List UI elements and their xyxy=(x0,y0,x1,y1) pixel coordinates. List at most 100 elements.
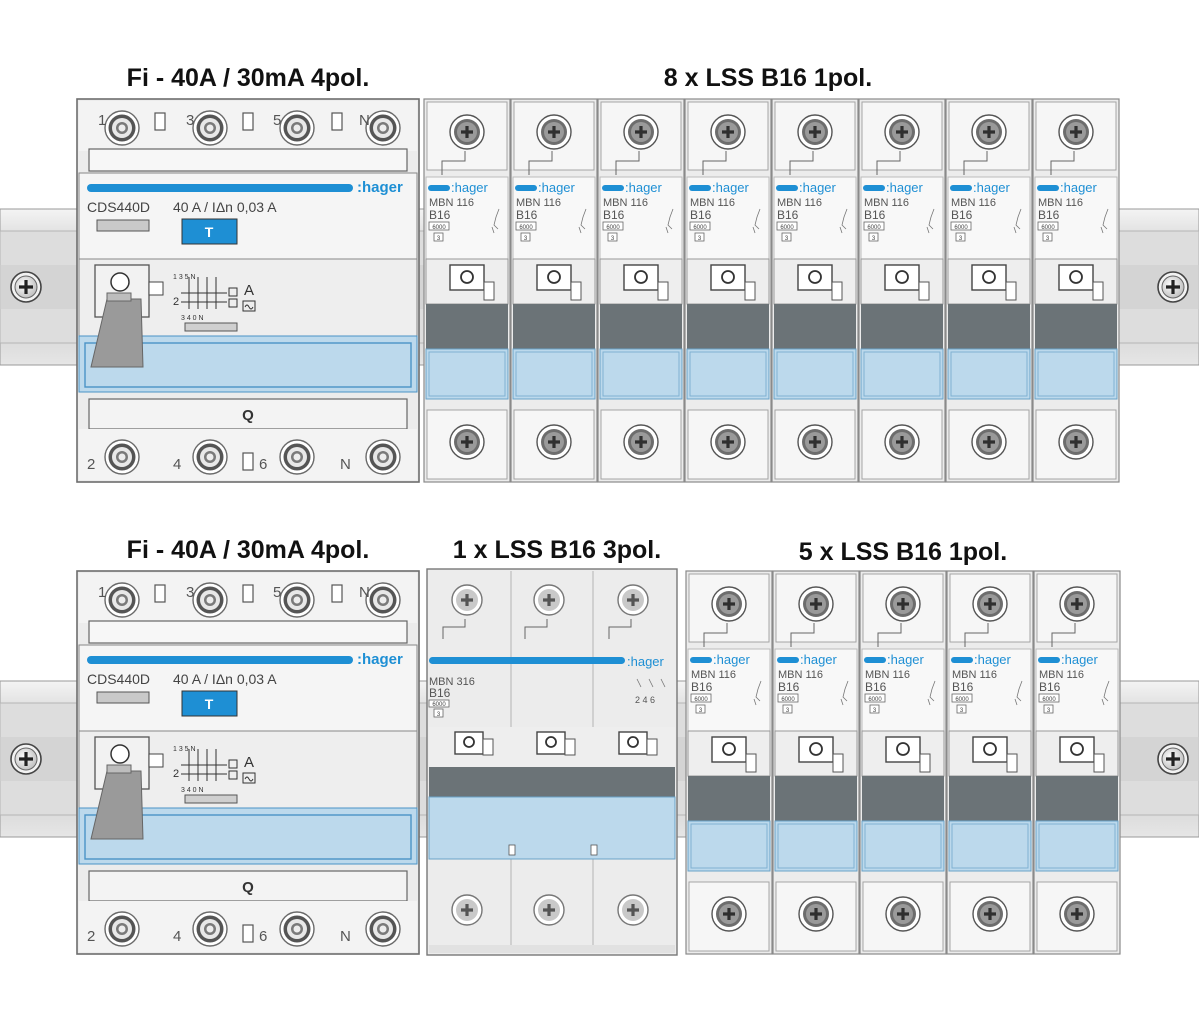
mcb-toggle-stop xyxy=(1093,753,1105,773)
test-button xyxy=(181,218,238,245)
mcb-toggle-stop xyxy=(918,281,930,301)
screw-icon xyxy=(536,424,572,460)
test-button-label: T xyxy=(205,224,214,240)
terminal-label: N xyxy=(359,112,370,129)
mcb-indicator-icon xyxy=(460,270,474,284)
mcb-indicator-icon xyxy=(895,270,909,284)
mcb-model-label: MBN 116 xyxy=(865,669,910,681)
mcb-model-label: MBN 116 xyxy=(603,197,648,209)
mcb-model-label: MBN 116 xyxy=(778,669,823,681)
mcb-class-label: 3 xyxy=(524,236,528,242)
screw-icon xyxy=(1059,586,1095,622)
mcb-class-box xyxy=(694,232,705,242)
mcb-class-label: 3 xyxy=(1046,236,1050,242)
screw-icon xyxy=(617,894,649,926)
mcb-curve-label: B16 xyxy=(516,208,538,222)
mcb3-wire-path xyxy=(524,619,548,639)
mcb-toggle-stop xyxy=(1092,281,1104,301)
mcb3-toggle-stop xyxy=(482,738,494,756)
mcb-curve-label: B16 xyxy=(865,680,887,694)
hager-stripe xyxy=(950,185,972,191)
mcb-wire-path xyxy=(441,151,466,175)
terminal-label: 1 xyxy=(98,584,106,601)
mcb-indicator-icon xyxy=(721,270,735,284)
mcb-capacity-box xyxy=(863,221,885,231)
terminal-label: N xyxy=(340,928,351,945)
mcb-blue-window xyxy=(686,348,770,400)
screw-icon xyxy=(533,584,565,616)
rcd-bottom-marker xyxy=(184,322,238,332)
mcb-class-box xyxy=(433,232,444,242)
rcd-window-frame xyxy=(84,342,412,388)
hager-logo: :hager xyxy=(974,652,1012,667)
terminal-label: 1 xyxy=(98,112,106,129)
schematic-top-label: 1 3 5 N xyxy=(173,746,196,753)
mcb-capacity-label: 6000 xyxy=(432,225,446,231)
mcb-symbol-icon xyxy=(1013,208,1022,234)
mcb-symbol-icon xyxy=(1014,680,1023,706)
hager-logo: :hager xyxy=(887,652,925,667)
hager-stripe xyxy=(1037,185,1059,191)
rail-screw-icon xyxy=(10,743,42,775)
mcb-wire-path xyxy=(702,151,727,175)
terminal-label: 4 xyxy=(173,928,181,945)
hager-logo: :hager xyxy=(713,652,751,667)
mcb-window-frame xyxy=(1037,351,1115,397)
mcb-window-frame xyxy=(777,823,855,869)
heading-row1-rcd: Fi - 40A / 30mA 4pol. xyxy=(126,64,370,92)
mcb-class-label: 3 xyxy=(1047,708,1051,714)
screw-icon xyxy=(533,894,565,926)
terminal-slot xyxy=(331,584,343,603)
mcb-blue-window xyxy=(774,820,858,872)
mcb-window-frame xyxy=(776,351,854,397)
hager-stripe xyxy=(689,185,711,191)
mcb-toggle-stop xyxy=(657,281,669,301)
schematic-2-label: 2 xyxy=(173,768,179,780)
mcb-wire-path xyxy=(789,151,814,175)
mcb-wire-path xyxy=(876,151,901,175)
hager-logo: :hager xyxy=(451,180,489,195)
mcb-toggle-stop xyxy=(1005,281,1017,301)
mcb-window-frame xyxy=(689,351,767,397)
mcb-model-label: MBN 116 xyxy=(777,197,822,209)
hager-stripe xyxy=(87,184,353,192)
mcb-toggle-stop xyxy=(744,281,756,301)
schematic-bottom-label: 3 4 0 N xyxy=(181,787,204,794)
mcb-handle xyxy=(1036,776,1118,821)
heading-row2-mcb3: 1 x LSS B16 3pol. xyxy=(452,536,662,564)
mcb-handle xyxy=(1035,304,1117,349)
mcb-wire-path xyxy=(1050,151,1075,175)
mcb-blue-window xyxy=(512,348,596,400)
mcb-capacity-box xyxy=(690,693,712,703)
terminal-icon xyxy=(365,911,401,947)
rcd-model-label: CDS440D xyxy=(87,199,150,215)
mcb-capacity-box xyxy=(428,221,450,231)
mcb-curve-label: B16 xyxy=(864,208,886,222)
screw-icon xyxy=(972,586,1008,622)
mcb-symbol-icon xyxy=(839,208,848,234)
terminal-icon xyxy=(279,110,315,146)
terminal-icon xyxy=(365,582,401,618)
mcb-class-box xyxy=(955,232,966,242)
schematic-wave xyxy=(244,776,254,782)
screw-icon xyxy=(885,586,921,622)
hager-logo: :hager xyxy=(357,651,403,668)
mcb-wire-path xyxy=(964,623,989,647)
schematic-box xyxy=(228,287,238,297)
mcb3-class-label: 3 xyxy=(437,712,441,718)
mcb-capacity-label: 6000 xyxy=(780,225,794,231)
hager-logo: :hager xyxy=(538,180,576,195)
hager-logo: :hager xyxy=(973,180,1011,195)
mcb-handle xyxy=(948,304,1030,349)
terminal-label: 5 xyxy=(273,584,281,601)
mcb-window-frame xyxy=(515,351,593,397)
mcb3-curve-label: B16 xyxy=(429,686,451,700)
